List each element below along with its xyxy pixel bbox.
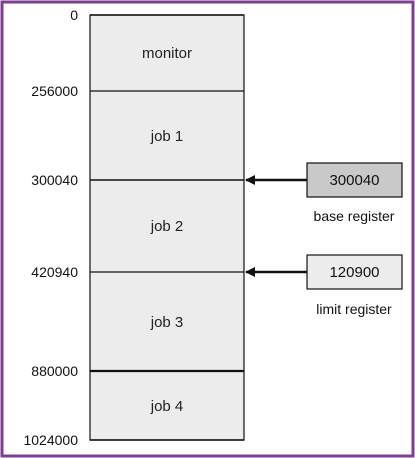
- segment-label-job-2: job 2: [150, 218, 184, 235]
- segment-label-job-1: job 1: [150, 128, 184, 145]
- memory-column: [89, 14, 245, 441]
- address-label-300040: 300040: [31, 172, 78, 188]
- segment-label-monitor: monitor: [142, 45, 192, 62]
- address-label-1024000: 1024000: [23, 432, 78, 448]
- base-register-label: base register: [314, 208, 395, 224]
- limit-register-label: limit register: [316, 301, 392, 317]
- address-label-420940: 420940: [31, 264, 78, 280]
- limit-register-box: [306, 254, 403, 290]
- segment-label-job-4: job 4: [150, 398, 184, 415]
- limit-register-value: 120900: [329, 264, 379, 281]
- base-register-value: 300040: [329, 172, 379, 189]
- base-register-box: [306, 162, 403, 198]
- address-label-256000: 256000: [31, 83, 78, 99]
- segment-label-job-3: job 3: [150, 314, 184, 331]
- address-label-880000: 880000: [31, 363, 78, 379]
- address-label-0: 0: [70, 7, 78, 23]
